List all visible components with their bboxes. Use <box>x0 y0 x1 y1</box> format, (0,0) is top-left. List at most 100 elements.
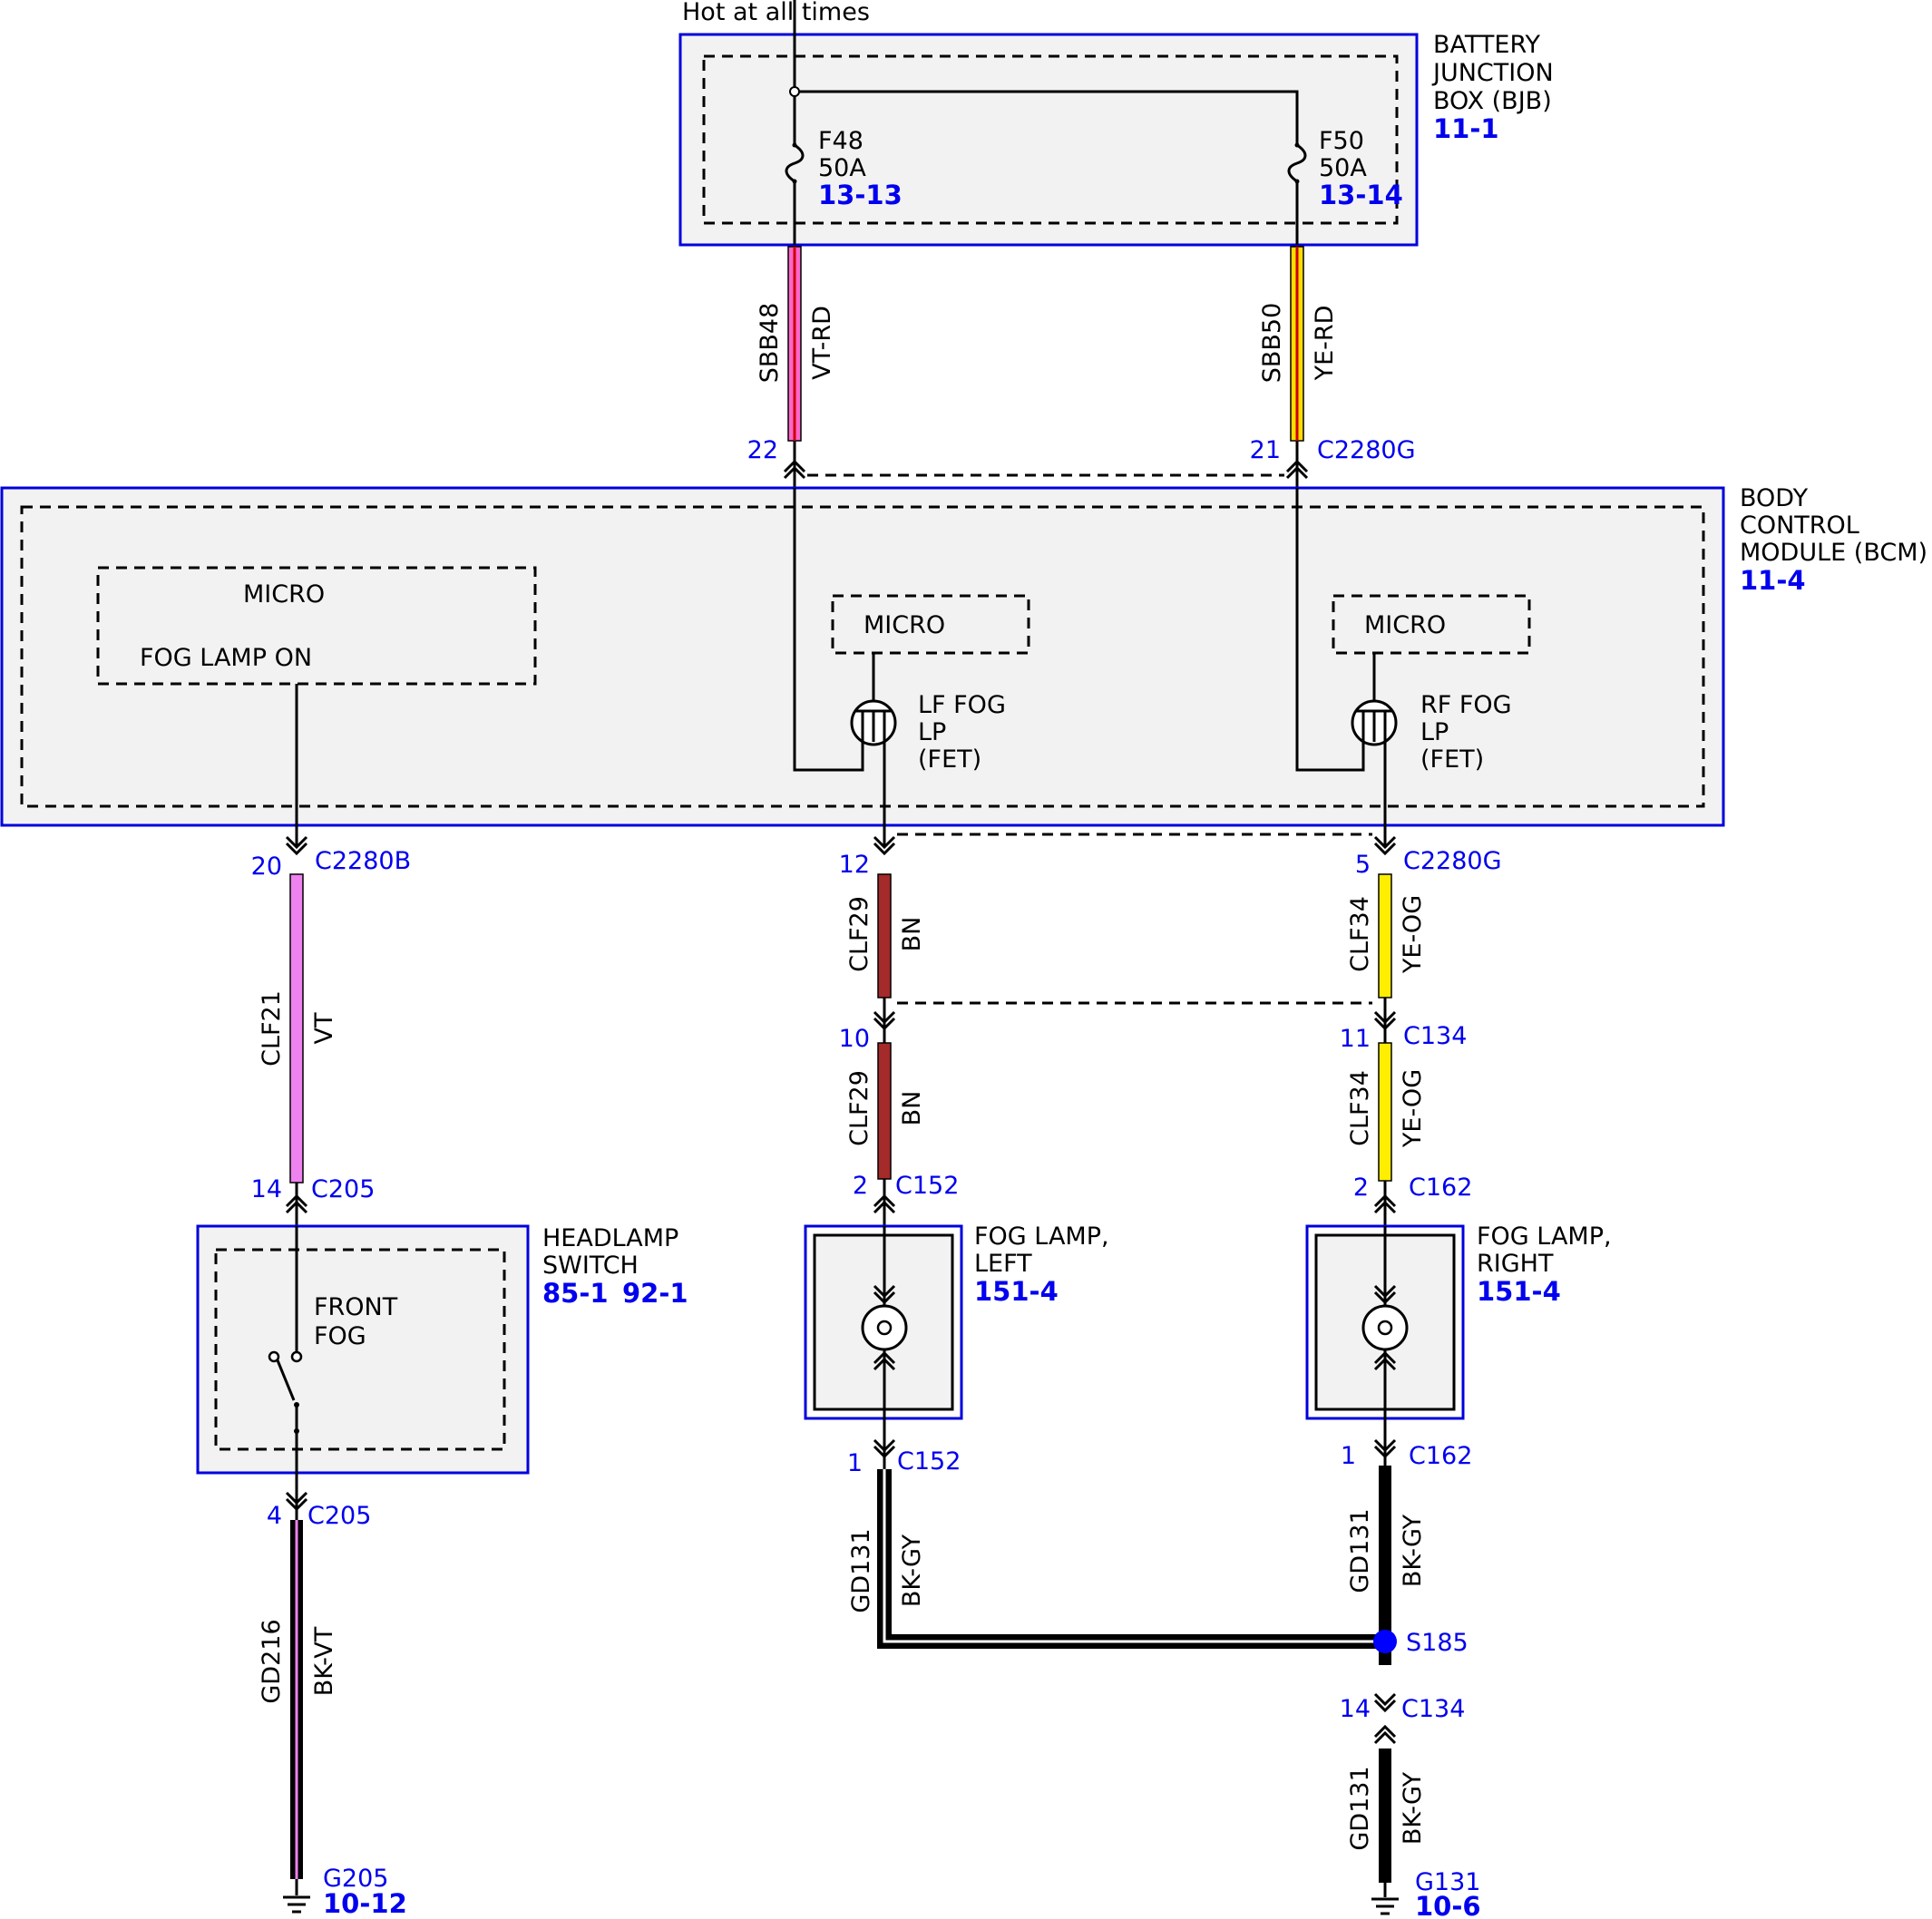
wire-clf29-upper <box>877 873 892 998</box>
fuse-f50-icon <box>1287 142 1307 184</box>
wire-clf29-lower-circuit: CLF29 <box>845 1070 873 1146</box>
rf-fet-icon <box>1351 699 1398 746</box>
micro-fog-lamp-on <box>96 566 537 686</box>
connector-14-c134-icon <box>1373 1692 1397 1712</box>
connector-1-c162-pin: 1 <box>1341 1442 1356 1470</box>
connector-2-c152-name: C152 <box>895 1172 959 1200</box>
wire-clf34-lower <box>1378 1042 1392 1182</box>
fuse-f48-icon <box>785 142 805 184</box>
micro-lf <box>831 594 1030 655</box>
connector-2-c162-name: C162 <box>1409 1174 1472 1202</box>
connector-2-c152-pin: 2 <box>853 1172 868 1200</box>
micro-rf-title: MICRO <box>1364 611 1446 639</box>
rf-fet-line-3: (FET) <box>1420 745 1484 774</box>
ground-g131-name: G131 <box>1415 1868 1480 1896</box>
wire-clf29-lower-color: BN <box>898 1091 926 1126</box>
fuse-f50-id: F50 <box>1319 127 1364 155</box>
connector-14-c205-pin: 14 <box>251 1175 282 1203</box>
fog-lamp-right-name-2: RIGHT <box>1477 1250 1554 1278</box>
bjb-name-1: BATTERY <box>1433 31 1541 59</box>
bjb-name-2: JUNCTION <box>1431 59 1554 87</box>
wire-sbb50 <box>1290 246 1304 442</box>
wire-clf29-lower <box>877 1042 892 1180</box>
wire-clf29-upper-color: BN <box>898 917 926 952</box>
ground-g205-name: G205 <box>323 1865 388 1893</box>
headlamp-switch-name-1: HEADLAMP <box>542 1224 678 1252</box>
connector-4-c205-pin: 4 <box>267 1502 282 1530</box>
wire-gd131-right-lower-circuit: GD131 <box>1346 1766 1374 1850</box>
connector-1-c162-name: C162 <box>1409 1442 1472 1470</box>
wire-gd131-right-upper-color: BK-GY <box>1399 1514 1427 1587</box>
fuse-f48-ref: 13-13 <box>818 180 903 210</box>
connector-21-pin: 21 <box>1250 436 1281 464</box>
switch-label-1: FRONT <box>314 1293 398 1321</box>
headlamp-switch-name-2: SWITCH <box>542 1252 639 1280</box>
wire-gd216 <box>290 1520 303 1879</box>
fuse-f48-id: F48 <box>818 127 864 155</box>
ground-g205-ref: 10-12 <box>323 1888 407 1919</box>
connector-10-pin: 10 <box>839 1025 870 1053</box>
wire-clf34-lower-circuit: CLF34 <box>1346 1070 1374 1146</box>
wire-clf29-upper-circuit: CLF29 <box>845 896 873 972</box>
wire-gd216-circuit: GD216 <box>258 1619 286 1703</box>
wire-gd131-left-circuit: GD131 <box>847 1528 875 1612</box>
wire-gd131-right-lower-color: BK-GY <box>1399 1771 1427 1845</box>
wire-clf34-lower-color: YE-OG <box>1399 1069 1427 1148</box>
ground-g205-icon <box>283 1879 310 1914</box>
fog-lamp-left-name-2: LEFT <box>974 1250 1032 1278</box>
wire-sbb50-circuit: SBB50 <box>1258 303 1286 384</box>
wire-gd131-right-upper <box>1379 1466 1391 1665</box>
micro-left-title: MICRO <box>243 580 325 609</box>
connector-14-c134-name: C134 <box>1401 1695 1465 1723</box>
rf-fet-line-1: RF FOG <box>1420 691 1512 719</box>
lf-fet-icon <box>850 699 897 746</box>
fog-lamp-left-ref: 151-4 <box>974 1276 1059 1307</box>
wire-clf34-upper <box>1378 873 1392 998</box>
lf-fet-supply <box>793 488 864 772</box>
connector-11-pin: 11 <box>1340 1025 1371 1053</box>
connector-20-pin: 20 <box>251 852 282 881</box>
lf-fet-line-1: LF FOG <box>918 691 1006 719</box>
connector-14-c134-mate-icon <box>1373 1725 1397 1745</box>
bcm-name-2: CONTROL <box>1740 511 1859 540</box>
connector-12-pin: 12 <box>839 851 870 879</box>
fog-lamp-right-name-1: FOG LAMP, <box>1477 1223 1612 1251</box>
connector-21-name: C2280G <box>1317 436 1416 464</box>
fuse-f50-ref: 13-14 <box>1319 180 1403 210</box>
connector-5-name: C2280G <box>1403 847 1502 875</box>
connector-11-name: C134 <box>1403 1022 1467 1050</box>
bcm-ref: 11-4 <box>1740 565 1806 596</box>
micro-rf <box>1332 594 1531 655</box>
lf-fet-line-2: LP <box>918 718 946 746</box>
micro-left-label: FOG LAMP ON <box>140 644 312 672</box>
wire-sbb48 <box>787 246 802 442</box>
wire-gd131-left-color: BK-GY <box>898 1534 926 1607</box>
wire-gd131-right-lower <box>1379 1749 1391 1883</box>
wire-sbb48-color: VT-RD <box>808 306 836 380</box>
wire-gd216-color: BK-VT <box>310 1626 338 1696</box>
bcm-name-3: MODULE (BCM) <box>1740 539 1927 567</box>
connector-2-c162-pin: 2 <box>1353 1174 1369 1202</box>
bjb-ref: 11-1 <box>1433 113 1499 144</box>
fuse-f50-rating: 50A <box>1319 154 1367 182</box>
wire-gd131-left <box>877 1469 1385 1649</box>
switch-label-2: FOG <box>314 1322 366 1350</box>
headlamp-switch-ref-1: 85-1 <box>542 1278 609 1309</box>
ground-g131-icon <box>1371 1883 1399 1915</box>
wire-gd131-right-upper-circuit: GD131 <box>1346 1508 1374 1593</box>
connector-22-pin: 22 <box>747 436 778 464</box>
bjb-name-3: BOX (BJB) <box>1433 87 1552 115</box>
rf-fet-line-2: LP <box>1420 718 1449 746</box>
wire-sbb48-circuit: SBB48 <box>756 303 784 384</box>
splice-s185-icon <box>1373 1630 1397 1653</box>
wire-sbb50-color: YE-RD <box>1311 306 1339 382</box>
bcm-name-1: BODY <box>1740 484 1809 512</box>
wire-clf34-upper-color: YE-OG <box>1399 895 1427 974</box>
connector-14-c134-pin: 14 <box>1340 1695 1371 1723</box>
lf-fet-line-3: (FET) <box>918 745 981 774</box>
fog-lamp-right-ref: 151-4 <box>1477 1276 1561 1307</box>
wire-clf21-color: VT <box>310 1012 338 1044</box>
wire-clf21-circuit: CLF21 <box>258 990 286 1067</box>
front-fog-switch-icon <box>268 1226 303 1520</box>
